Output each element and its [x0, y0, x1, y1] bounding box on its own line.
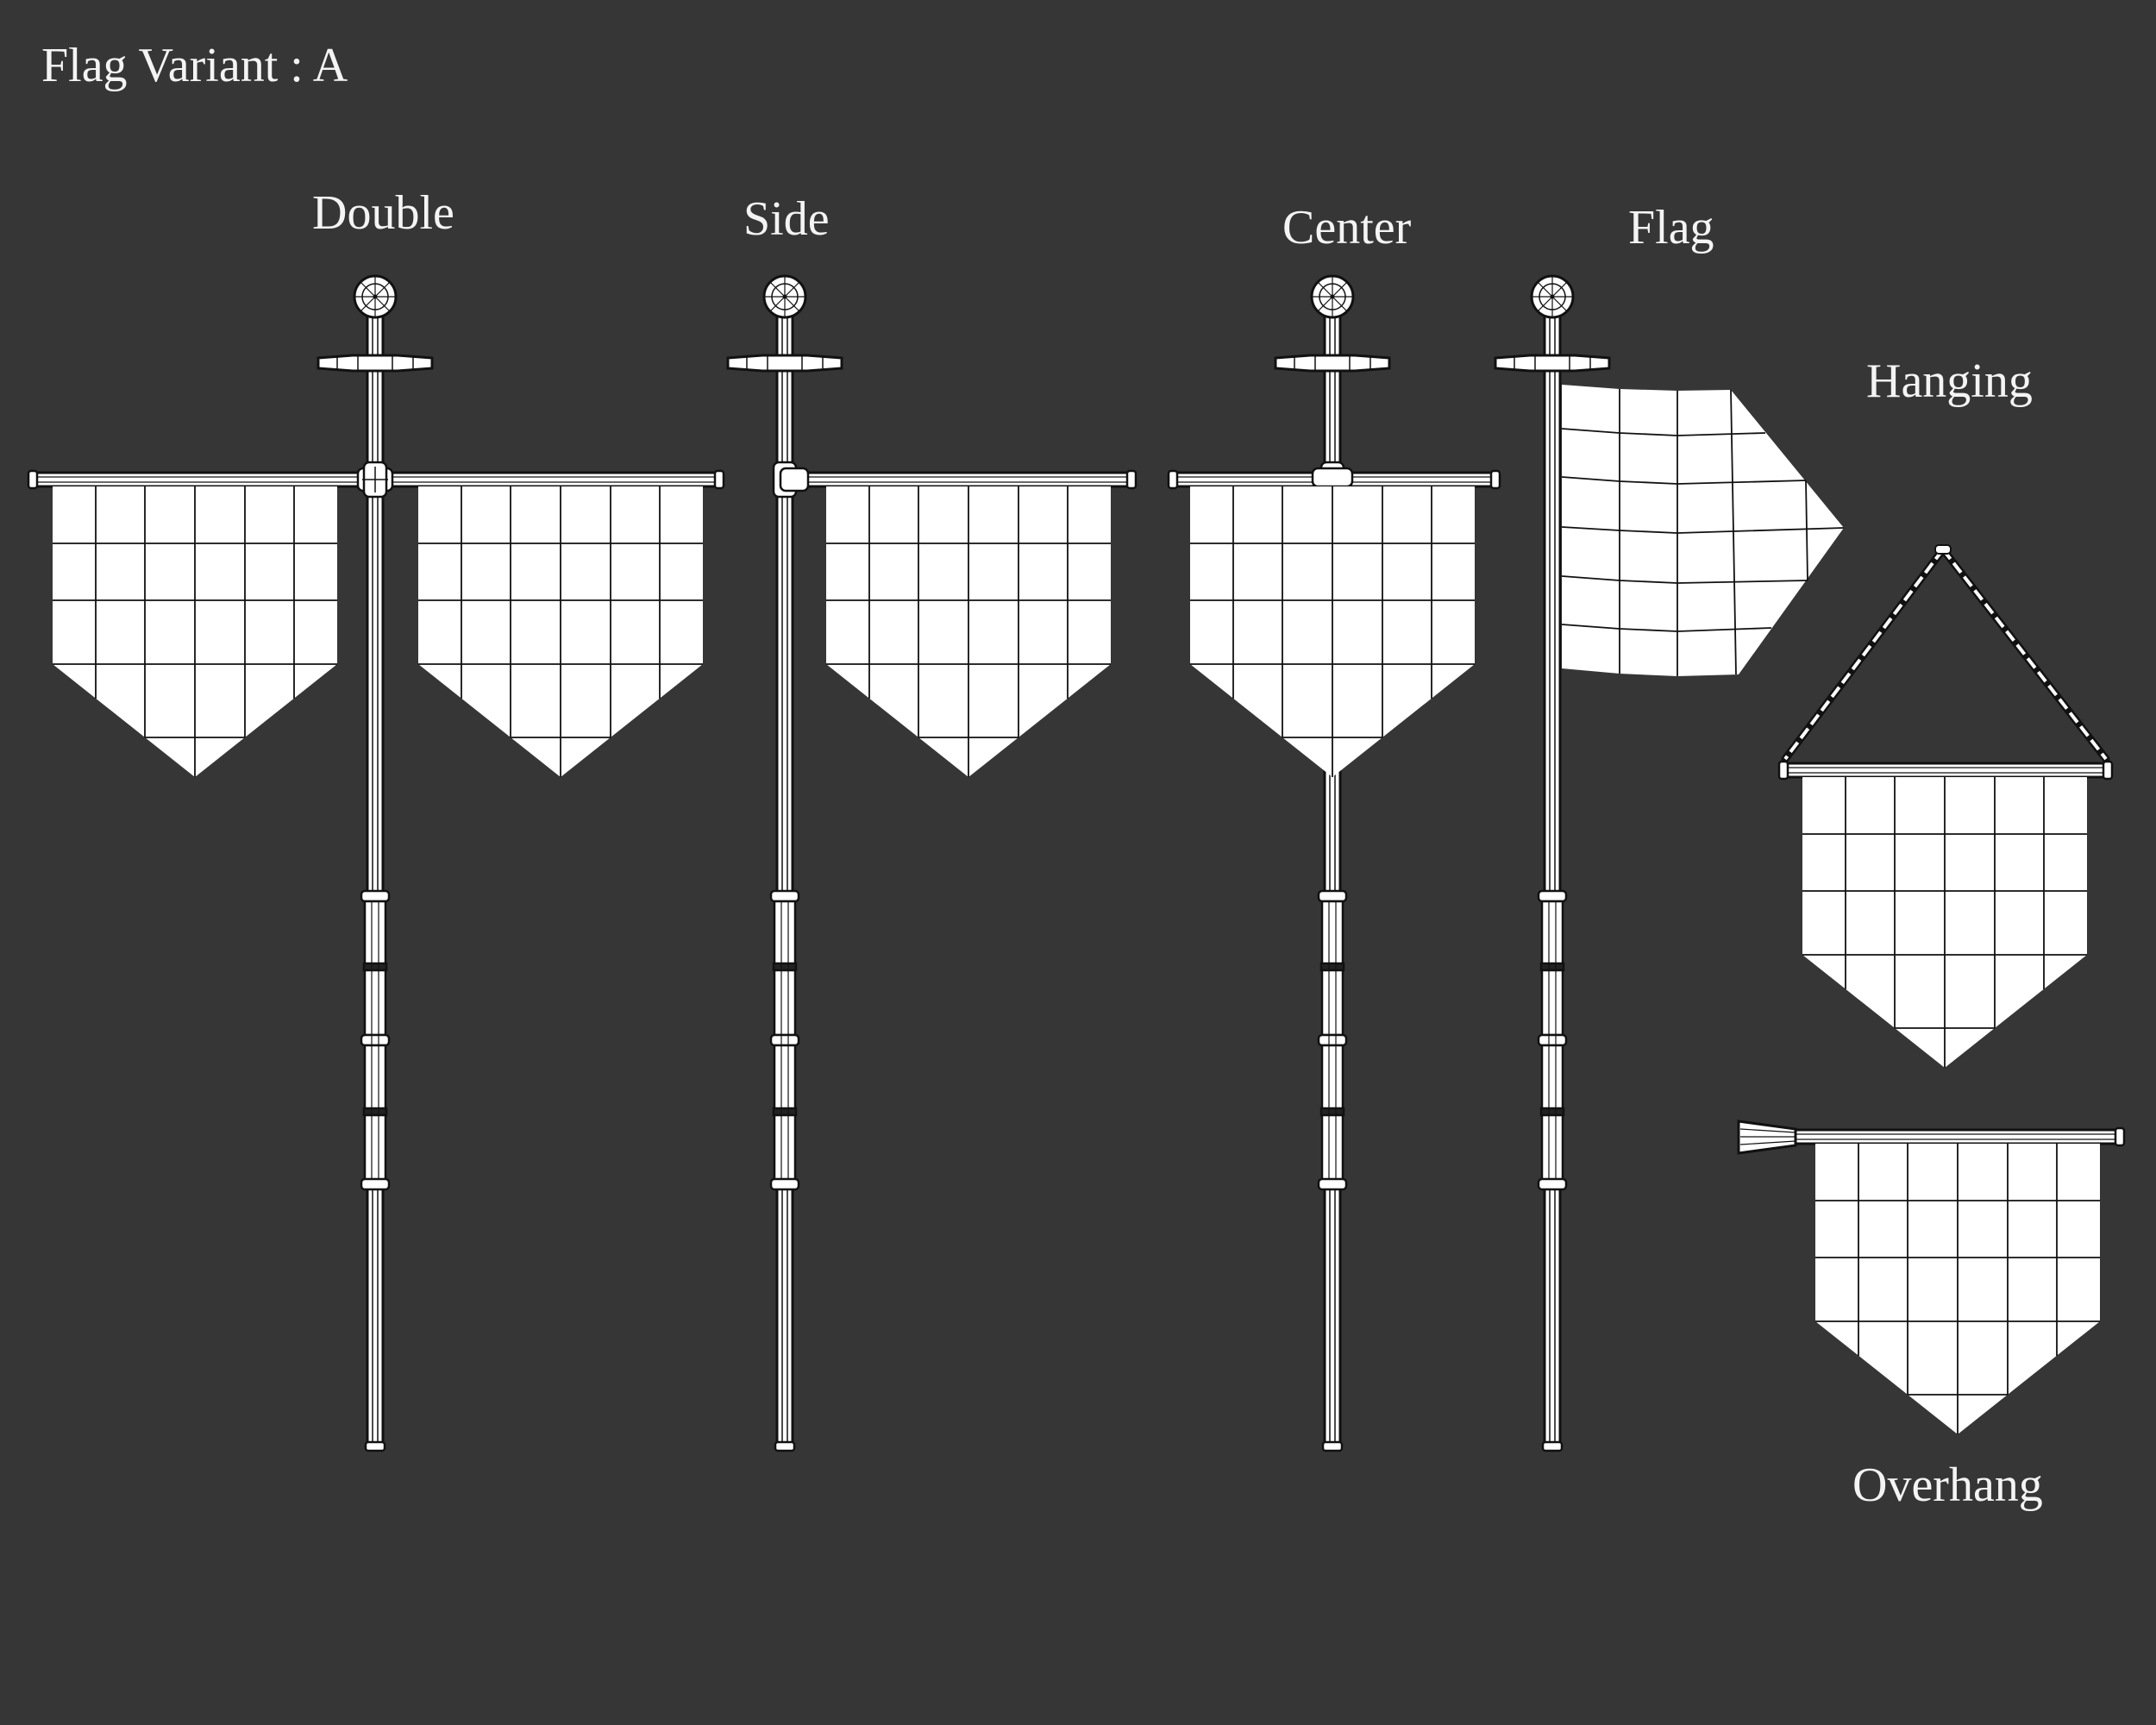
- center-banner: [1189, 486, 1476, 778]
- side-banner-assembly: [726, 274, 843, 1452]
- label-double: Double: [312, 186, 454, 240]
- label-hanging: Hanging: [1866, 354, 2033, 408]
- waving-flag: [1561, 385, 1845, 676]
- center-crossbar: [1167, 461, 1501, 490]
- page-title: Flag Variant : A: [41, 39, 348, 92]
- double-crossbar: [27, 461, 725, 499]
- center-banner-assembly: [1274, 274, 1391, 1452]
- label-flag: Flag: [1628, 201, 1714, 254]
- label-center: Center: [1282, 201, 1412, 254]
- double-left-banner: [52, 486, 338, 778]
- side-banner: [825, 486, 1112, 778]
- double-banner-assembly: [317, 274, 434, 1452]
- label-side: Side: [743, 192, 830, 246]
- double-right-banner: [417, 486, 704, 778]
- side-crossbar: [772, 461, 1138, 499]
- hanging-banner: [1777, 544, 2114, 1069]
- overhang-banner: [1737, 1120, 2126, 1435]
- label-overhang: Overhang: [1852, 1458, 2043, 1512]
